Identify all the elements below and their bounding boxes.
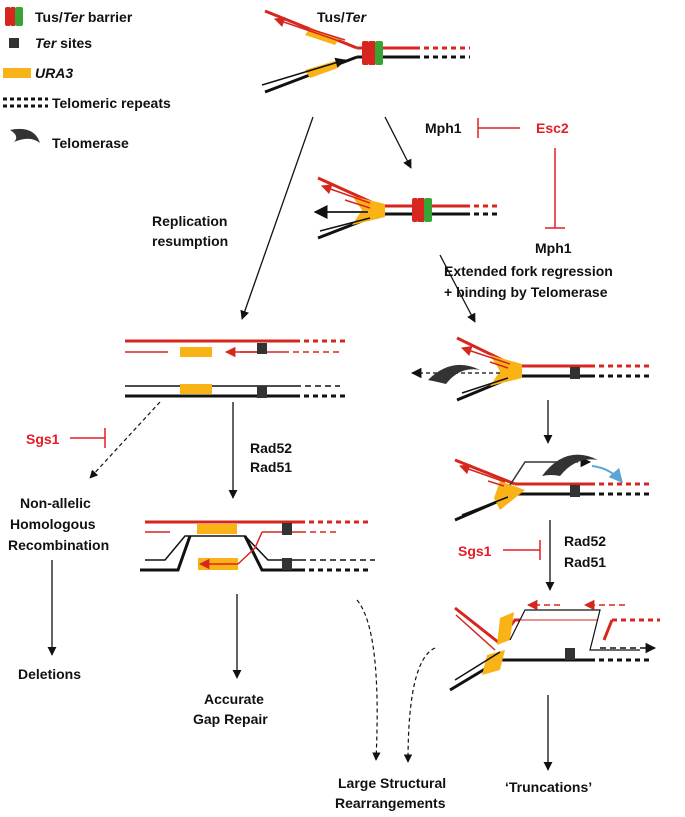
dashed-arrow-to-nahr xyxy=(89,401,161,479)
telomeric-repeats-icon xyxy=(3,97,48,108)
telomerase-extension-fork xyxy=(454,454,650,522)
telomerase-icon-bound xyxy=(428,364,480,384)
ter-site-icon xyxy=(9,38,19,48)
truncations-label: ‘Truncations’ xyxy=(505,779,592,795)
legend-barrier-label: Tus/Ter barrier xyxy=(35,9,133,25)
sgs1-left-label: Sgs1 xyxy=(26,431,60,447)
nahr-label-3: Recombination xyxy=(8,537,109,553)
ura3-icon xyxy=(3,68,31,78)
legend-ura3-label: URA3 xyxy=(35,65,73,81)
mph1-label-bottom: Mph1 xyxy=(535,240,572,256)
gap-repair-structure xyxy=(140,520,375,572)
arrow-to-replication xyxy=(240,116,314,320)
strand-invasion-fork xyxy=(449,599,660,692)
regressed-fork xyxy=(313,176,500,240)
accurate-label-2: Gap Repair xyxy=(193,711,268,727)
dashed-arrow-large-2 xyxy=(403,647,436,763)
large-label-1: Large Structural xyxy=(338,775,446,791)
top-fork: Tus/Ter xyxy=(261,9,470,94)
extended-label-2: + binding by Telomerase xyxy=(444,284,608,300)
telomerase-icon xyxy=(10,128,40,143)
telomerase-icon-extending xyxy=(542,454,598,476)
rad51-left-label: Rad51 xyxy=(250,459,292,475)
legend-ter-sites-label: Ter sites xyxy=(35,35,92,51)
rad51-right-label: Rad51 xyxy=(564,554,606,570)
dashed-arrow-large-1 xyxy=(356,599,381,761)
tus-ter-barrier-icon xyxy=(5,7,23,26)
sgs1-right-label: Sgs1 xyxy=(458,543,492,559)
mph1-label-top: Mph1 xyxy=(425,120,462,136)
arrow-to-regressed xyxy=(384,116,412,169)
regulation: Mph1 Esc2 Mph1 xyxy=(425,118,572,256)
nahr-label-1: Non-allelic xyxy=(20,495,91,511)
legend-telomerase-label: Telomerase xyxy=(52,135,129,151)
nahr-label-2: Homologous xyxy=(10,516,96,532)
rad52-right-label: Rad52 xyxy=(564,533,606,549)
accurate-label-1: Accurate xyxy=(204,691,264,707)
esc2-label: Esc2 xyxy=(536,120,569,136)
rad52-left-label: Rad52 xyxy=(250,440,292,456)
arrow-to-telomerase-fork xyxy=(439,254,476,323)
extended-label-1: Extended fork regression xyxy=(444,263,613,279)
replication-label-1: Replication xyxy=(152,213,227,229)
legend: Tus/Ter barrier Ter sites URA3 Telomeric… xyxy=(3,7,171,151)
top-fork-label: Tus/Ter xyxy=(317,9,368,25)
replication-label-2: resumption xyxy=(152,233,228,249)
large-label-2: Rearrangements xyxy=(335,795,446,811)
legend-telomeric-label: Telomeric repeats xyxy=(52,95,171,111)
telomerase-bound-fork xyxy=(410,336,650,402)
deletions-label: Deletions xyxy=(18,666,81,682)
replicated-duplex xyxy=(125,339,345,398)
